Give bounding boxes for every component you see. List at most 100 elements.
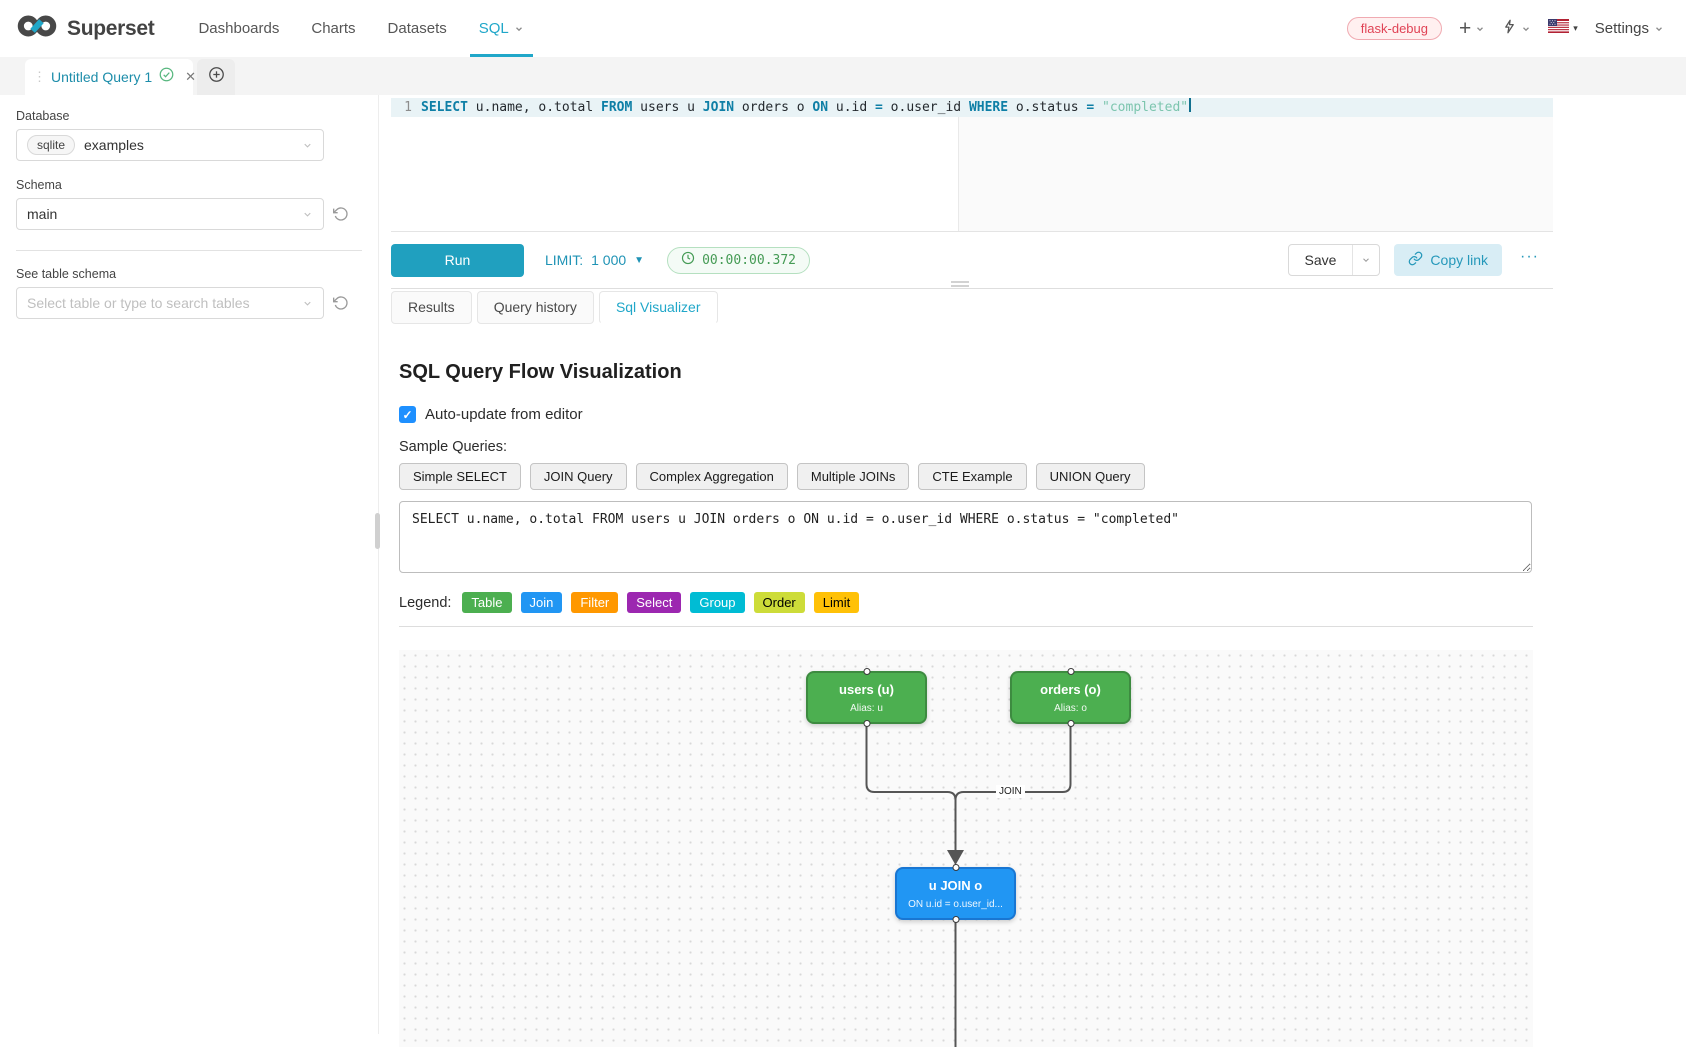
sqllab-main-panel: 1 SELECT u.name, o.total FROM users u JO… [391, 98, 1553, 1047]
nav-item-sql[interactable]: SQL [463, 0, 540, 57]
auto-update-toggle[interactable]: ✓ Auto-update from editor [399, 406, 1553, 423]
node-subtitle: Alias: u [850, 703, 883, 714]
sql-token-plain: u.id [828, 100, 876, 115]
node-subtitle: ON u.id = o.user_id... [908, 899, 1003, 910]
panel-resize-handle[interactable] [375, 513, 380, 549]
query-tab-untitled-query-1[interactable]: ⋮ Untitled Query 1 ✕ [25, 59, 197, 95]
sql-lab-quick-menu[interactable] [1502, 18, 1531, 40]
sql-token-plain [1094, 100, 1102, 115]
sidebar-divider [16, 250, 362, 251]
nav-item-charts[interactable]: Charts [295, 0, 371, 57]
drag-handle-icon[interactable]: ⋮ [33, 69, 46, 84]
settings-label: Settings [1594, 20, 1649, 37]
superset-logo-icon [16, 13, 58, 44]
sql-token-keyword: FROM [601, 100, 633, 115]
sample-query-button-multiple-joins[interactable]: Multiple JOINs [796, 463, 910, 490]
refresh-tables-button[interactable] [333, 295, 349, 311]
sample-query-button-join-query[interactable]: JOIN Query [529, 463, 627, 490]
table-search-select[interactable]: Select table or type to search tables [16, 287, 324, 319]
editor-toolbar: Run LIMIT: 1 000 ▼ 00:00:00.372 Save [391, 232, 1553, 288]
checkbox-checked-icon[interactable]: ✓ [399, 406, 416, 423]
database-label: Database [16, 109, 70, 123]
sql-token-keyword: JOIN [702, 100, 735, 115]
main-nav-menu: Dashboards Charts Datasets SQL [182, 0, 539, 57]
visualizer-query-input[interactable] [399, 501, 1532, 573]
language-picker[interactable]: ▾ [1548, 19, 1578, 38]
nav-item-label: Dashboards [198, 20, 280, 37]
tab-query-history[interactable]: Query history [476, 291, 594, 324]
more-actions-button[interactable]: ··· [1520, 248, 1539, 265]
sql-token-keyword: WHERE [968, 100, 1009, 115]
elapsed-time: 00:00:00.372 [702, 252, 796, 268]
flow-edges [865, 726, 1072, 1047]
nav-item-datasets[interactable]: Datasets [372, 0, 463, 57]
flow-node-orders[interactable]: orders (o)Alias: o [1010, 668, 1131, 727]
sample-query-button-simple-select[interactable]: Simple SELECT [399, 463, 521, 490]
sql-token-plain: users u [632, 100, 703, 115]
sample-query-button-complex-aggregation[interactable]: Complex Aggregation [635, 463, 788, 490]
node-handle-top[interactable] [1067, 668, 1074, 675]
database-select[interactable]: sqlite examples [16, 129, 324, 161]
legend-divider [399, 626, 1533, 627]
node-handle-bottom[interactable] [863, 720, 870, 727]
join-edge-label: JOIN [996, 785, 1025, 798]
tab-results[interactable]: Results [391, 291, 472, 324]
sql-code-text: SELECT u.name, o.total FROM users u JOIN… [421, 98, 1188, 117]
node-handle-top[interactable] [952, 864, 959, 871]
visualizer-title: SQL Query Flow Visualization [399, 361, 682, 383]
add-query-tab-button[interactable] [197, 59, 235, 95]
node-title: u JOIN o [928, 878, 983, 893]
save-options-button[interactable] [1352, 245, 1379, 275]
close-icon[interactable]: ✕ [185, 69, 197, 84]
node-handle-bottom[interactable] [952, 916, 959, 923]
sqllab-left-sidebar: Database sqlite examples Schema main See… [0, 95, 378, 1034]
flow-node-join[interactable]: u JOIN o ON u.id = o.user_id... [895, 864, 1016, 923]
save-button[interactable]: Save [1304, 252, 1337, 268]
refresh-schemas-button[interactable] [333, 206, 349, 222]
pane-resize-handle[interactable] [951, 279, 969, 289]
copy-link-button[interactable]: Copy link [1394, 244, 1503, 276]
limit-value: 1 000 [591, 252, 627, 268]
text-cursor [1189, 98, 1192, 112]
database-engine-badge: sqlite [27, 135, 76, 155]
node-title: orders (o) [1040, 682, 1101, 697]
sql-token-keyword: = [1086, 100, 1095, 115]
nav-item-label: SQL [478, 20, 509, 37]
tab-sql-visualizer[interactable]: Sql Visualizer [598, 291, 718, 324]
sample-query-buttons: Simple SELECT JOIN Query Complex Aggregati… [399, 463, 1553, 490]
new-item-menu[interactable]: + [1459, 18, 1485, 39]
plus-icon: + [1459, 17, 1472, 40]
query-flow-canvas[interactable]: JOIN users (u) Alias: u orders (o)Alias: o… [399, 650, 1533, 1047]
chevron-down-icon [1521, 24, 1531, 34]
node-handle-bottom[interactable] [1067, 720, 1074, 727]
auto-update-label: Auto-update from editor [425, 406, 583, 423]
results-pane-divider [391, 288, 1553, 289]
sample-query-button-cte-example[interactable]: CTE Example [918, 463, 1027, 490]
legend-chip-join: Join [520, 592, 563, 613]
node-title: users (u) [839, 682, 894, 697]
run-query-button[interactable]: Run [391, 243, 524, 277]
query-tab-title: Untitled Query 1 [51, 69, 153, 85]
us-flag-icon [1548, 19, 1570, 38]
node-handle-top[interactable] [863, 668, 870, 675]
sql-visualizer-panel: SQL Query Flow Visualization ✓ Auto-upda… [391, 361, 1553, 1047]
chevron-down-icon [1654, 24, 1664, 34]
row-limit-dropdown[interactable]: LIMIT: 1 000 ▼ [545, 252, 644, 268]
legend-chip-filter: Filter [571, 592, 619, 613]
nav-item-label: Charts [311, 20, 356, 37]
sql-code-editor[interactable]: 1 SELECT u.name, o.total FROM users u JO… [391, 98, 1553, 232]
legend-label: Legend: [399, 594, 452, 611]
nav-item-dashboards[interactable]: Dashboards [182, 0, 295, 57]
schema-select[interactable]: main [16, 198, 324, 230]
sql-token-plain: o.status [1008, 100, 1087, 115]
chevron-down-icon [302, 209, 313, 220]
sql-token-string: "completed" [1102, 100, 1189, 115]
chevron-down-icon [302, 298, 313, 309]
saved-check-icon [159, 67, 174, 87]
flow-node-users[interactable]: users (u) Alias: u [806, 668, 927, 727]
superset-brand[interactable]: Superset [0, 13, 172, 44]
sample-query-button-union-query[interactable]: UNION Query [1035, 463, 1145, 490]
settings-menu[interactable]: Settings [1595, 20, 1664, 37]
